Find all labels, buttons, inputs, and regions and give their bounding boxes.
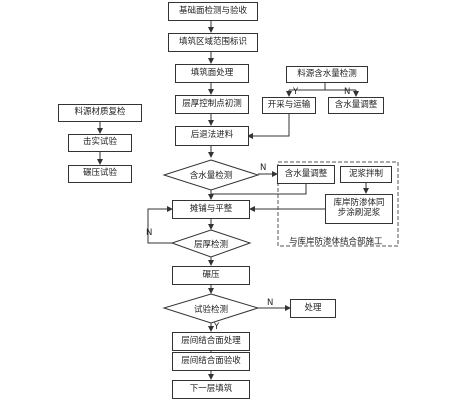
edge-label-y-quarry: Y	[293, 87, 299, 97]
edge-label-n-layer: N	[146, 228, 153, 238]
node-compaction: 碾压	[172, 266, 250, 285]
node-quarry-moisture-check: 料源含水量检测	[286, 66, 368, 83]
edge-label-n-quarry: N	[344, 87, 351, 97]
node-interlayer-accept: 层间结合面验收	[172, 352, 250, 371]
node-mud-mix: 泥浆拌制	[340, 166, 392, 183]
node-layer-check: 层厚检测	[193, 240, 229, 250]
node-start: 基础面检测与验收	[168, 2, 258, 21]
edge-label-n-test: N	[267, 298, 274, 308]
node-mining-transport: 开采与运输	[262, 97, 316, 114]
edge-label-n-moisture: N	[260, 163, 267, 173]
node-test-check: 试验检测	[193, 305, 229, 315]
node-field-test: 击实试验	[68, 134, 132, 152]
node-surface-treat: 填筑面处理	[175, 64, 249, 83]
node-next-layer: 下一层填筑	[172, 380, 250, 399]
edge-label-y-test: Y	[214, 322, 220, 332]
node-moisture-adjust-quarry: 含水量调整	[328, 97, 384, 114]
label-combined-construction: 与库岸防渗体结合部施工	[289, 237, 383, 247]
node-handling: 处理	[290, 299, 336, 318]
node-pile-seepage: 库岸防渗体同步涂刷泥浆	[325, 194, 393, 224]
node-material-recheck: 料源材质复检	[58, 104, 142, 122]
node-interlayer-treat: 层间结合面处理	[172, 332, 250, 351]
node-area-marking: 填筑区域范围标识	[168, 33, 258, 52]
node-moisture-adjust-main: 含水量调整	[277, 165, 335, 184]
node-moisture-check: 含水量检测	[189, 171, 233, 181]
node-spread-level: 摊铺与平整	[172, 200, 250, 219]
node-backfill-material: 后退法进料	[175, 126, 249, 146]
node-layer-thickness-points: 层厚控制点初测	[175, 95, 249, 114]
node-roller-test: 碾压试验	[68, 165, 132, 183]
